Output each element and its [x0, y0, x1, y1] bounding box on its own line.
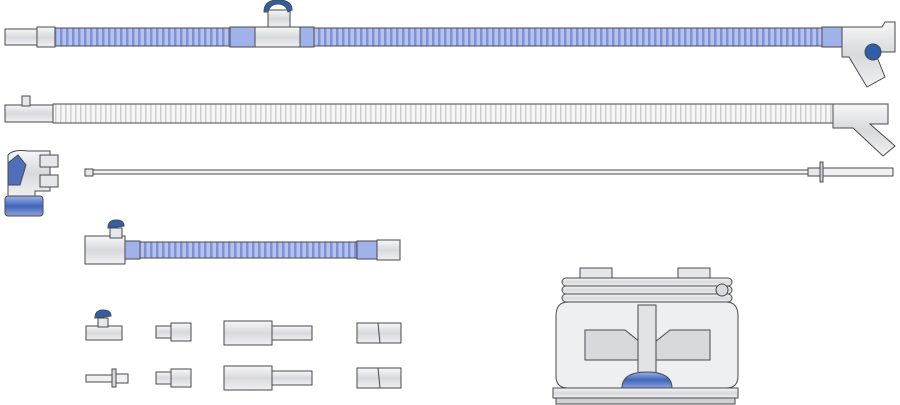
tapered-adapter-1: [356, 322, 402, 344]
white-elbow: [832, 103, 896, 157]
adapter-with-cap: [85, 309, 123, 341]
small-adapters: [85, 309, 402, 391]
small-straight-adapter-2: [155, 368, 192, 388]
blue-circuit-with-t-piece: [4, 0, 896, 88]
port-cap: [263, 0, 293, 13]
left-connector: [4, 28, 38, 46]
luer-adapter: [85, 368, 129, 388]
blue-port: [864, 43, 882, 61]
blue-elbow-connector: [4, 150, 59, 217]
small-straight-adapter: [155, 322, 192, 342]
blue-corrugated-tube: [54, 27, 231, 47]
t-piece: [254, 26, 301, 48]
large-adapter-2: [223, 365, 313, 391]
blue-float: [621, 371, 673, 389]
monitoring-line: [84, 161, 894, 183]
short-blue-tube-with-port: [84, 219, 401, 265]
white-circuit: [4, 95, 896, 157]
humidifier-chamber: [552, 267, 739, 405]
large-adapter-1: [223, 320, 313, 346]
tapered-adapter-2: [356, 367, 402, 389]
white-corrugated-tube: [52, 103, 834, 124]
